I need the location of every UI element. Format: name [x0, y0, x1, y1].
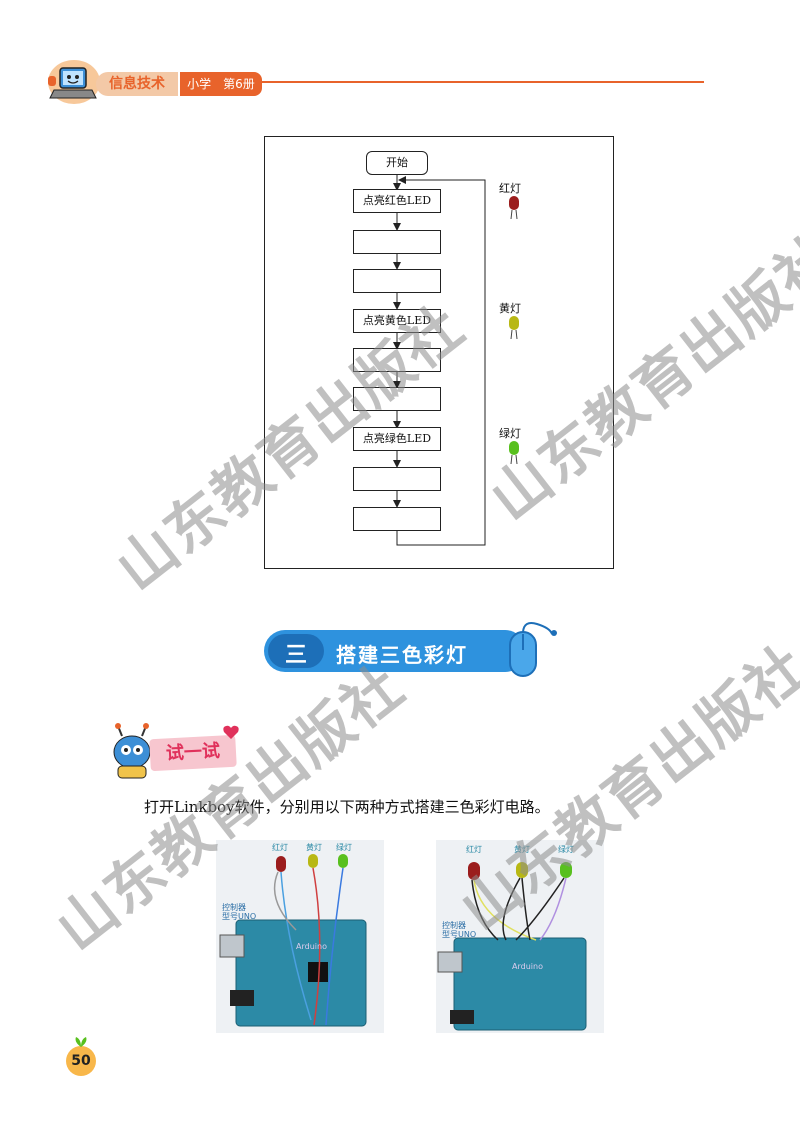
robot-mascot-icon: [113, 723, 151, 779]
section-title: 搭建三色彩灯: [336, 643, 468, 667]
led-yellow-label: 黄灯: [499, 302, 521, 315]
flowchart-step-empty: [353, 348, 441, 372]
flowchart-step-red: 点亮红色LED: [353, 189, 441, 213]
circuit-figure-left: 红灯 黄灯 绿灯 控制器 型号UNO Arduino: [216, 840, 384, 1033]
green-led-icon: [509, 441, 519, 465]
led-green-caption: 绿灯: [558, 845, 574, 854]
controller-caption: 控制器: [222, 903, 246, 912]
led-red-label: 红灯: [499, 182, 521, 195]
flowchart-step-empty: [353, 230, 441, 254]
model-caption: 型号UNO: [442, 930, 477, 939]
flowchart-frame: [264, 136, 614, 569]
led-yellow-caption: 黄灯: [306, 843, 322, 852]
led-red-caption: 红灯: [466, 845, 482, 854]
red-led-icon: [509, 196, 519, 220]
section-banner: [264, 622, 557, 677]
flowchart-step-empty: [353, 387, 441, 411]
subject-title: 信息技术: [96, 72, 178, 96]
flowchart-step-yellow: 点亮黄色LED: [353, 309, 441, 333]
flowchart-step-empty: [353, 467, 441, 491]
page-number: 50: [66, 1046, 96, 1076]
circuit-figure-right: 红灯 黄灯 绿灯 控制器 型号UNO Arduino: [436, 840, 604, 1033]
controller-caption: 控制器: [442, 921, 466, 930]
section-number: 三: [284, 643, 307, 668]
flowchart-connectors: [393, 175, 486, 546]
grade-label: 小学 第6册: [180, 72, 262, 96]
led-yellow-caption: 黄灯: [514, 845, 530, 854]
activity-instruction: 打开Linkboy软件，分别用以下两种方式搭建三色彩灯电路。: [144, 798, 550, 816]
board-caption: Arduino: [296, 942, 327, 951]
heart-icon: [223, 725, 239, 739]
led-green-caption: 绿灯: [336, 843, 352, 852]
header-divider: [260, 81, 704, 83]
flowchart-step-empty: [353, 507, 441, 531]
leaf-icon: [75, 1037, 87, 1047]
led-green-label: 绿灯: [499, 427, 521, 440]
led-red-caption: 红灯: [272, 843, 288, 852]
model-caption: 型号UNO: [222, 912, 257, 921]
yellow-led-icon: [509, 316, 519, 340]
flowchart-step-empty: [353, 269, 441, 293]
flowchart-step-green: 点亮绿色LED: [353, 427, 441, 451]
board-caption: Arduino: [512, 962, 543, 971]
computer-mascot-icon: [44, 58, 102, 108]
flowchart-start: 开始: [366, 151, 428, 175]
